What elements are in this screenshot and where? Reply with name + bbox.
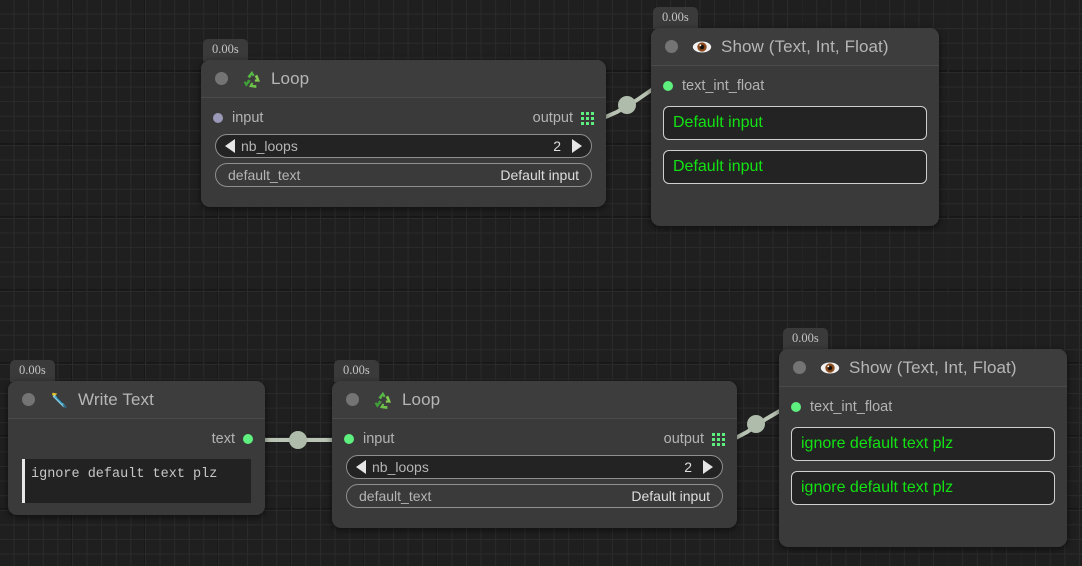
node-title-loop-top: Loop bbox=[271, 68, 310, 88]
node-title-loop-bottom: Loop bbox=[402, 389, 441, 409]
stepper-decrement-icon[interactable] bbox=[225, 139, 235, 153]
eye-icon bbox=[692, 37, 712, 57]
node-body-show-top: text_int_float Default input Default inp… bbox=[651, 66, 939, 196]
node-body-loop-top: input output nb_loops 2 default_text Def… bbox=[201, 98, 606, 204]
stepper-increment-icon[interactable] bbox=[703, 460, 713, 474]
port-row-loop-top: input output bbox=[213, 108, 594, 128]
output-port-label: output bbox=[663, 431, 704, 447]
list-grid-icon[interactable] bbox=[581, 111, 594, 125]
display-box-2: ignore default text plz bbox=[791, 471, 1055, 505]
node-header-show-bottom[interactable]: Show (Text, Int, Float) bbox=[779, 349, 1067, 387]
node-body-show-bottom: text_int_float ignore default text plz i… bbox=[779, 387, 1067, 517]
param-nb-loops[interactable]: nb_loops 2 bbox=[346, 455, 723, 479]
node-write-text[interactable]: Write Text text ignore default text plz bbox=[8, 381, 265, 515]
node-body-loop-bottom: input output nb_loops 2 default_text Def… bbox=[332, 419, 737, 525]
param-nb-loops[interactable]: nb_loops 2 bbox=[215, 134, 592, 158]
param-default-text[interactable]: default_text Default input bbox=[346, 484, 723, 508]
time-badge-write-text: 0.00s bbox=[10, 360, 55, 382]
node-show-bottom[interactable]: Show (Text, Int, Float) text_int_float i… bbox=[779, 349, 1067, 547]
node-status-dot[interactable] bbox=[22, 393, 35, 406]
display-value-1: ignore default text plz bbox=[801, 435, 954, 452]
node-header-show-top[interactable]: Show (Text, Int, Float) bbox=[651, 28, 939, 66]
param-value-default-text: Default input bbox=[631, 488, 710, 504]
output-port-label: output bbox=[532, 110, 573, 126]
port-row-loop-bottom: input output bbox=[344, 429, 725, 449]
time-badge-loop-top: 0.00s bbox=[203, 39, 248, 61]
write-text-value: ignore default text plz bbox=[31, 467, 218, 482]
node-status-dot[interactable] bbox=[665, 40, 678, 53]
stepper-decrement-icon[interactable] bbox=[356, 460, 366, 474]
param-name-nb-loops: nb_loops bbox=[372, 459, 429, 475]
param-name-default-text: default_text bbox=[359, 488, 432, 504]
node-header-write-text[interactable]: Write Text bbox=[8, 381, 265, 419]
display-value-1: Default input bbox=[673, 114, 763, 131]
node-status-dot[interactable] bbox=[346, 393, 359, 406]
port-row-show-top: text_int_float bbox=[663, 76, 927, 96]
node-title-write-text: Write Text bbox=[78, 389, 154, 409]
output-port-label: text bbox=[211, 431, 235, 447]
param-name-default-text: default_text bbox=[228, 167, 301, 183]
node-header-loop-bottom[interactable]: Loop bbox=[332, 381, 737, 419]
input-port-dot[interactable] bbox=[344, 434, 354, 444]
input-port-label: input bbox=[232, 110, 264, 126]
node-title-show-top: Show (Text, Int, Float) bbox=[721, 36, 889, 56]
recycle-icon bbox=[242, 69, 262, 89]
param-value-default-text: Default input bbox=[500, 167, 579, 183]
param-default-text[interactable]: default_text Default input bbox=[215, 163, 592, 187]
edge-handle-2[interactable] bbox=[289, 431, 307, 449]
edge-handle-3[interactable] bbox=[747, 415, 765, 433]
input-port-dot[interactable] bbox=[663, 81, 673, 91]
input-port-label: text_int_float bbox=[682, 78, 765, 94]
recycle-icon bbox=[373, 390, 393, 410]
input-port-dot[interactable] bbox=[213, 113, 223, 123]
list-grid-icon[interactable] bbox=[712, 432, 725, 446]
node-status-dot[interactable] bbox=[793, 361, 806, 374]
display-value-2: ignore default text plz bbox=[801, 479, 954, 496]
time-badge-show-top: 0.00s bbox=[653, 7, 698, 29]
edge-loop-bottom-to-show-bottom bbox=[729, 407, 785, 443]
param-value-nb-loops: 2 bbox=[684, 459, 692, 475]
output-port-dot[interactable] bbox=[243, 434, 253, 444]
node-loop-bottom[interactable]: Loop input output nb_loops 2 default_tex… bbox=[332, 381, 737, 528]
time-badge-show-bottom: 0.00s bbox=[783, 328, 828, 350]
display-box-2: Default input bbox=[663, 150, 927, 184]
node-body-write-text: text ignore default text plz bbox=[8, 419, 265, 515]
port-row-write-text: text bbox=[20, 429, 253, 449]
eye-icon bbox=[820, 358, 840, 378]
node-show-top[interactable]: Show (Text, Int, Float) text_int_float D… bbox=[651, 28, 939, 226]
input-port-dot[interactable] bbox=[791, 402, 801, 412]
input-port-label: input bbox=[363, 431, 395, 447]
port-row-show-bottom: text_int_float bbox=[791, 397, 1055, 417]
write-text-input[interactable]: ignore default text plz bbox=[22, 459, 251, 503]
param-name-nb-loops: nb_loops bbox=[241, 138, 298, 154]
param-value-nb-loops: 2 bbox=[553, 138, 561, 154]
node-status-dot[interactable] bbox=[215, 72, 228, 85]
display-box-1: Default input bbox=[663, 106, 927, 140]
node-title-show-bottom: Show (Text, Int, Float) bbox=[849, 357, 1017, 377]
display-box-1: ignore default text plz bbox=[791, 427, 1055, 461]
display-value-2: Default input bbox=[673, 158, 763, 175]
node-header-loop-top[interactable]: Loop bbox=[201, 60, 606, 98]
time-badge-loop-bottom: 0.00s bbox=[334, 360, 379, 382]
pen-nib-icon bbox=[49, 390, 69, 410]
node-loop-top[interactable]: Loop input output nb_loops 2 default_tex… bbox=[201, 60, 606, 207]
stepper-increment-icon[interactable] bbox=[572, 139, 582, 153]
input-port-label: text_int_float bbox=[810, 399, 893, 415]
edge-handle-1[interactable] bbox=[618, 96, 636, 114]
edge-loop-top-to-show-top bbox=[600, 87, 655, 121]
